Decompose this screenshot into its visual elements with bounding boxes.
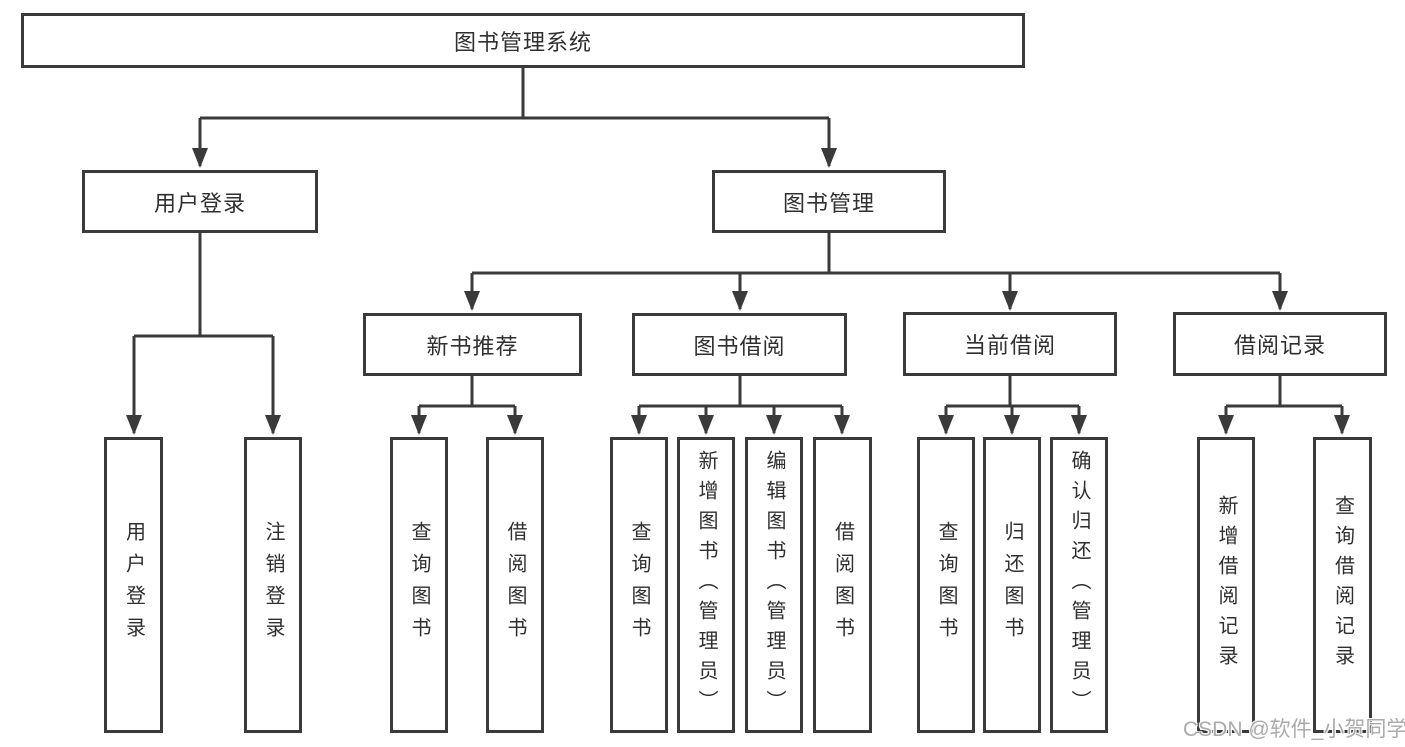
leaf-logout: 注销登录 [244,437,302,733]
leaf-query-borrow-record: 查询借阅记录 [1313,437,1372,733]
node-book-management: 图书管理 [712,170,946,233]
csdn-watermark: CSDN @软件_小贺同学 [1183,718,1405,741]
leaf-add-books-admin: 新增图书（管理员） [677,437,735,733]
leaf-query-books-recommend: 查询图书 [390,437,448,733]
node-root-library-system: 图书管理系统 [21,13,1025,68]
node-book-borrowing: 图书借阅 [632,313,847,376]
node-new-book-recommendation: 新书推荐 [363,313,582,376]
node-borrowing-records: 借阅记录 [1173,312,1387,376]
node-user-login: 用户登录 [82,170,318,233]
leaf-borrow-books-recommend: 借阅图书 [486,437,544,733]
leaf-confirm-return-admin: 确认归还（管理员） [1050,437,1108,733]
leaf-user-login: 用户登录 [104,437,163,733]
leaf-edit-books-admin: 编辑图书（管理员） [745,437,803,733]
leaf-return-books: 归还图书 [983,437,1041,733]
leaf-add-borrow-record: 新增借阅记录 [1197,437,1255,733]
leaf-query-books-current: 查询图书 [917,437,975,733]
leaf-query-books-borrow: 查询图书 [610,437,668,733]
leaf-borrow-books: 借阅图书 [813,437,872,733]
node-current-borrowing: 当前借阅 [903,312,1117,376]
